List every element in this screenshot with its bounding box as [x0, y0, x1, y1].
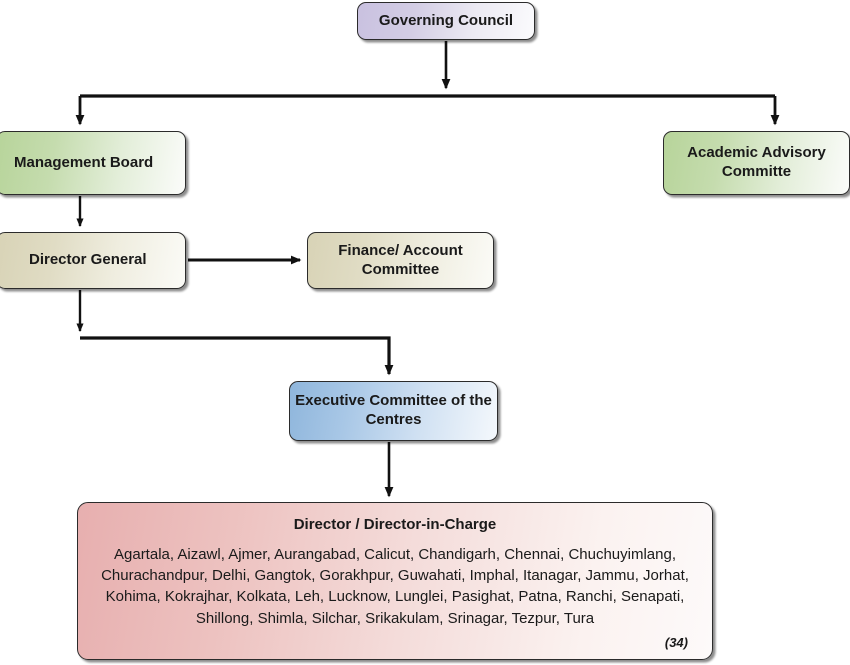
director-in-charge-count-badge: (34) — [664, 634, 688, 650]
director-in-charge-title: Director / Director-in-Charge — [293, 516, 497, 533]
node-governing-council-label: Governing Council — [378, 11, 514, 29]
node-executive-committee-of-the-centres[interactable]: Executive Committee of the Centres — [289, 381, 498, 441]
node-academic-advisory-committee[interactable]: Academic Advisory Committe — [663, 131, 850, 195]
node-finance-account-committee[interactable]: Finance/ Account Committee — [307, 232, 494, 289]
node-executive-committee-label: Executive Committee of the Centres — [295, 392, 492, 428]
node-director-general[interactable]: Director General — [0, 232, 186, 289]
node-management-board-label: Management Board — [14, 153, 154, 171]
node-director-general-label: Director General — [29, 251, 147, 269]
node-director-in-charge[interactable]: Director / Director-in-Charge Agartala, … — [77, 502, 713, 660]
node-governing-council[interactable]: Governing Council — [357, 2, 535, 40]
director-in-charge-centres-list: Agartala, Aizawl, Ajmer, Aurangabad, Cal… — [101, 545, 689, 627]
node-academic-advisory-committee-label: Academic Advisory Committe — [687, 144, 826, 180]
node-management-board[interactable]: Management Board — [0, 131, 186, 195]
node-finance-account-committee-label: Finance/ Account Committee — [338, 241, 463, 278]
edge-director-general-to-executive-committee — [80, 336, 394, 376]
